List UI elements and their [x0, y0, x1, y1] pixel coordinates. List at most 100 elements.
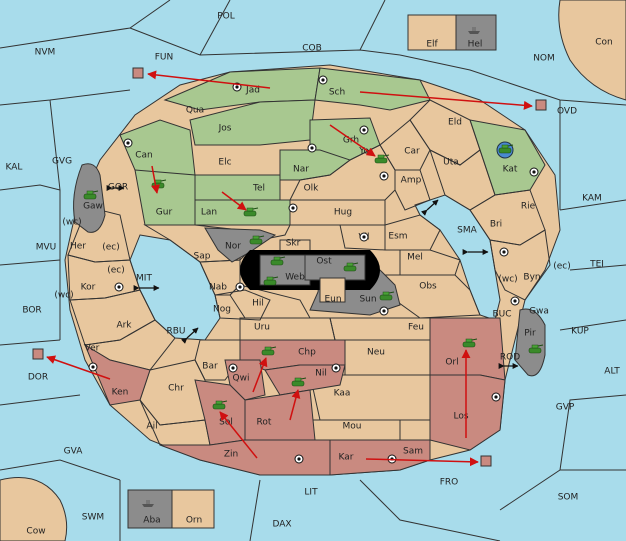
supply-center-icon [228, 363, 238, 373]
double-arrow-icons [106, 185, 519, 369]
label-qwi: Qwi [233, 374, 250, 384]
label-esm: Esm [388, 232, 407, 242]
supply-center-icon [294, 454, 304, 464]
label-byn: Byn [523, 273, 540, 283]
label-bri: Bri [490, 220, 502, 230]
order-markers [32, 67, 547, 467]
label-eld: Eld [448, 118, 462, 128]
label-pir: Pir [524, 329, 536, 339]
label-fun: FUN [155, 53, 174, 63]
label-zin: Zin [224, 450, 238, 460]
label-kup: KUP [571, 327, 589, 337]
label-kal: KAL [6, 163, 23, 173]
label-aba: Aba [143, 516, 160, 526]
label-mou: Mou [343, 422, 362, 432]
label-ver: Ver [85, 344, 100, 354]
label-orn: Orn [186, 516, 202, 526]
label-sch: Sch [329, 88, 345, 98]
label-sun: Sun [359, 295, 376, 305]
label-nor: Nor [225, 242, 241, 252]
label-ark: Ark [116, 321, 132, 331]
label-chr: Chr [168, 384, 184, 394]
label-lit: LIT [304, 488, 318, 498]
label-byn-ec: (ec) [553, 262, 571, 272]
label-con: Con [595, 38, 613, 48]
label-her-wc: (wc) [62, 218, 81, 228]
label-gwa: Gwa [529, 307, 549, 317]
label-dor: DOR [28, 373, 48, 383]
supply-center-icon [114, 282, 124, 292]
supply-center-icon [499, 247, 509, 257]
label-buc: BUC [492, 310, 511, 320]
label-ail: Ail [146, 422, 157, 432]
label-sam: Sam [403, 447, 423, 457]
label-tel: Tel [252, 184, 265, 194]
supply-center-icon [331, 363, 341, 373]
label-mvu: MVU [36, 243, 57, 253]
order-arrows [46, 70, 533, 467]
label-mit: MIT [136, 274, 152, 284]
island-aba [127, 489, 173, 529]
label-jos: Jos [218, 124, 232, 134]
label-los: Los [453, 412, 468, 422]
supply-center-icon [123, 138, 133, 148]
label-mel: Mel [407, 253, 423, 263]
label-gaw: Gaw [83, 202, 103, 212]
supply-center-icon [288, 203, 298, 213]
label-pol: POL [217, 12, 235, 22]
label-uru: Uru [254, 323, 270, 333]
double-arrow-icon [420, 199, 439, 216]
label-bor: BOR [22, 306, 41, 316]
label-ost: Ost [316, 257, 332, 267]
label-sma: SMA [457, 226, 477, 236]
supply-center-icon [359, 232, 369, 242]
label-elf: Elf [426, 40, 438, 50]
supply-center-icon [318, 75, 328, 85]
label-kaa: Kaa [334, 389, 351, 399]
label-kor: Kor [81, 283, 96, 293]
label-ken: Ken [112, 388, 129, 398]
label-cob: COB [302, 44, 322, 54]
label-nog: Nog [213, 305, 231, 315]
island-con [558, 0, 626, 101]
supply-center-icon [529, 167, 539, 177]
supply-center-icon [379, 306, 389, 316]
sea-labels: POL NVM FUN COB NOM KAL GVG GOR MVU BOR … [6, 12, 621, 530]
label-orl: Orl [445, 358, 458, 368]
label-ovd: OVD [557, 107, 577, 117]
label-nvm: NVM [35, 48, 56, 58]
label-olk: Olk [304, 184, 320, 194]
coast-labels: (wc) (ec) (ec) (wc) (wc) (ec) [54, 218, 570, 301]
label-tei: TEI [589, 260, 604, 270]
double-arrow-icon [180, 327, 199, 344]
label-som: SOM [558, 493, 579, 503]
label-nom: NOM [533, 54, 555, 64]
label-sol: Sol [219, 418, 233, 428]
label-kor-wc: (wc) [54, 291, 73, 301]
label-car: Car [404, 147, 420, 157]
label-hug: Hug [334, 208, 352, 218]
label-sap: Sap [194, 252, 211, 262]
label-her: Her [70, 242, 86, 252]
label-kat: Kat [503, 165, 518, 175]
island-elf [407, 14, 457, 51]
label-gva: GVA [64, 447, 84, 457]
label-gvg: GVG [52, 157, 72, 167]
supply-center-icon [359, 125, 369, 135]
label-alt: ALT [604, 367, 620, 377]
green-territories [119, 67, 546, 226]
label-chp: Chp [298, 348, 316, 358]
label-hil: Hil [252, 299, 264, 309]
label-kar: Kar [339, 453, 354, 463]
label-grh: Grh [343, 136, 359, 146]
island-orn [171, 489, 215, 529]
label-rot: Rot [257, 418, 272, 428]
label-fro: FRO [440, 478, 459, 488]
label-eun: Eun [324, 295, 341, 305]
label-kam: KAM [582, 194, 602, 204]
label-jad: Jad [245, 86, 260, 96]
label-qua: Qua [186, 106, 204, 116]
tank-icon [496, 141, 514, 159]
